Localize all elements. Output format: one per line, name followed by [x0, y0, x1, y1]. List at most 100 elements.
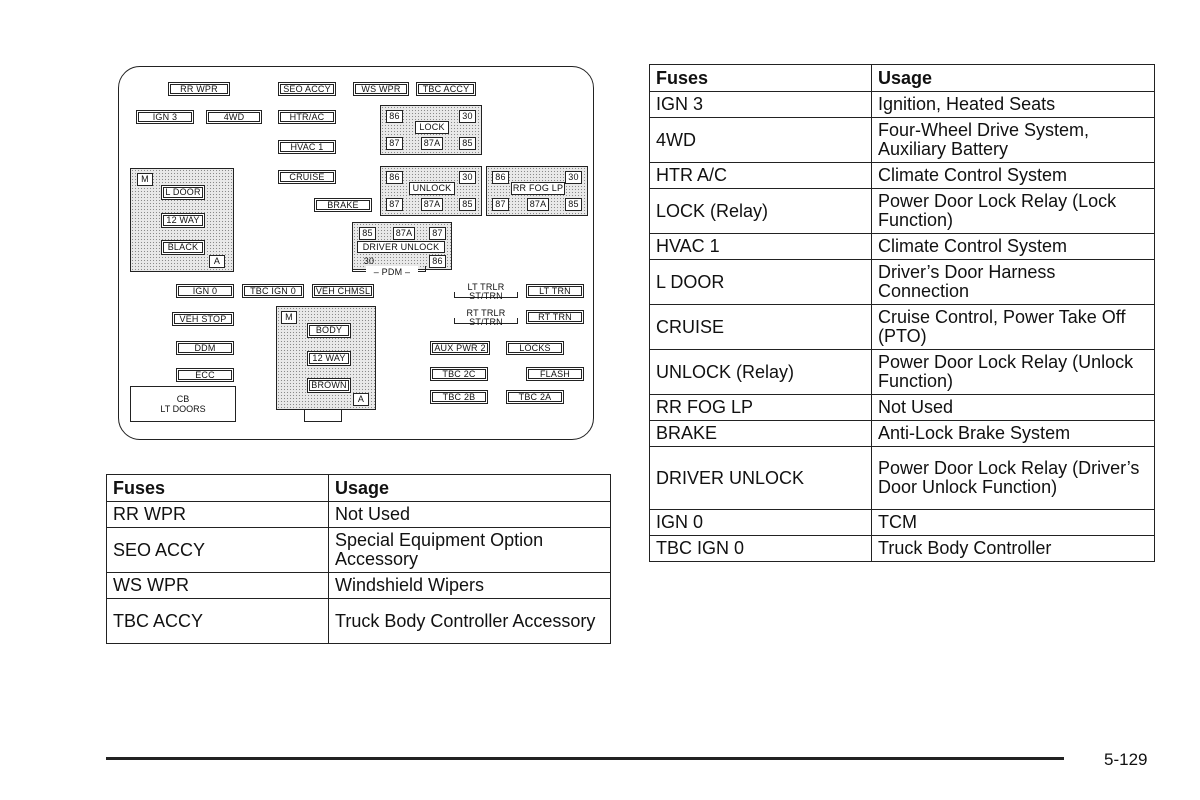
driver-unlock-pin-30: 30 [363, 255, 375, 266]
lock-relay-name: LOCK [415, 121, 449, 134]
lock-relay-pin-87a: 87A [421, 137, 443, 150]
table-row: CRUISE Cruise Control, Power Take Off (P… [649, 304, 1155, 350]
rt-trlr-label: RT TRLR [466, 307, 506, 318]
unlock-relay: 86 30 UNLOCK 87 87A 85 [380, 166, 482, 216]
center-connector-body: BODY [307, 323, 351, 338]
unlock-relay-pin-85: 85 [459, 198, 476, 211]
usage-cell: Ignition, Heated Seats [871, 91, 1155, 118]
fuse-rr-wpr: RR WPR [168, 82, 230, 96]
fuse-cell: 4WD [649, 117, 872, 163]
body-connector-tab [304, 410, 342, 422]
rt-trlr-st-trn-label: ST/TRN [469, 317, 503, 327]
fuse-flash: FLASH [526, 367, 584, 381]
fuse-brake: BRAKE [314, 198, 372, 212]
table-row: L DOOR Driver’s Door Harness Connection [649, 259, 1155, 305]
left-connector-m: M [137, 173, 153, 186]
fuse-cell: CRUISE [649, 304, 872, 350]
table-header-row: Fuses Usage [106, 474, 611, 502]
fuse-ddm: DDM [176, 341, 234, 355]
fuse-ign0: IGN 0 [176, 284, 234, 298]
center-connector-m: M [281, 311, 297, 324]
fuse-tbc-2a: TBC 2A [506, 390, 564, 404]
table-row: BRAKE Anti-Lock Brake System [649, 420, 1155, 447]
rr-fog-relay-pin-85: 85 [565, 198, 582, 211]
fuse-usage-table-1: Fuses Usage RR WPR Not Used SEO ACCY Spe… [106, 474, 611, 644]
column-header-fuses: Fuses [106, 474, 329, 502]
table-row: DRIVER UNLOCK Power Door Lock Relay (Dri… [649, 446, 1155, 510]
left-connector-12-way: 12 WAY [161, 213, 205, 228]
left-door-connector: M L DOOR 12 WAY BLACK A [130, 168, 234, 272]
left-connector-l-door: L DOOR [161, 185, 205, 200]
usage-cell: Climate Control System [871, 162, 1155, 189]
center-connector-a: A [353, 393, 369, 406]
column-header-usage: Usage [871, 64, 1155, 92]
driver-unlock-pin-85: 85 [359, 227, 376, 240]
cb-label: CB [176, 393, 190, 404]
driver-unlock-pin-87: 87 [429, 227, 446, 240]
fuse-4wd: 4WD [206, 110, 262, 124]
fuse-cell: DRIVER UNLOCK [649, 446, 872, 510]
usage-cell: Windshield Wipers [328, 572, 611, 599]
fuse-rt-trlr-st-trn: RT TRLR ST/TRN [460, 308, 512, 328]
lock-relay: 86 30 LOCK 87 87A 85 [380, 105, 482, 155]
usage-cell: Driver’s Door Harness Connection [871, 259, 1155, 305]
fuse-cell: IGN 0 [649, 509, 872, 536]
usage-cell: Special Equipment Option Accessory [328, 527, 611, 573]
fuse-veh-stop: VEH STOP [172, 312, 234, 326]
fuse-ign3: IGN 3 [136, 110, 194, 124]
usage-cell: Power Door Lock Relay (Unlock Function) [871, 349, 1155, 395]
left-connector-a: A [209, 255, 225, 268]
lt-trlr-st-trn-label: ST/TRN [469, 291, 503, 301]
table-row: WS WPR Windshield Wipers [106, 572, 611, 599]
table-row: RR FOG LP Not Used [649, 394, 1155, 421]
usage-cell: Power Door Lock Relay (Lock Function) [871, 188, 1155, 234]
fuse-lt-trlr-st-trn: LT TRLR ST/TRN [460, 282, 512, 302]
table-row: IGN 0 TCM [649, 509, 1155, 536]
fuse-ecc: ECC [176, 368, 234, 382]
page-number: 5-129 [1104, 750, 1148, 769]
table-row: HVAC 1 Climate Control System [649, 233, 1155, 260]
rr-fog-relay-name: RR FOG LP [511, 182, 565, 195]
table-header-row: Fuses Usage [649, 64, 1155, 92]
fuse-cell: SEO ACCY [106, 527, 329, 573]
left-connector-black: BLACK [161, 240, 205, 255]
lt-trlr-label: LT TRLR [467, 281, 505, 292]
center-connector-brown: BROWN [307, 378, 351, 393]
fuse-cell: WS WPR [106, 572, 329, 599]
center-connector-12-way: 12 WAY [307, 351, 351, 366]
fuse-cell: LOCK (Relay) [649, 188, 872, 234]
fuse-cell: RR WPR [106, 501, 329, 528]
driver-unlock-relay: 85 87A 87 DRIVER UNLOCK 30 86 [352, 222, 452, 270]
rr-fog-relay-pin-87a: 87A [527, 198, 549, 211]
column-header-fuses: Fuses [649, 64, 872, 92]
pdm-label: – PDM – [366, 266, 418, 278]
rr-fog-relay-pin-86: 86 [492, 171, 509, 184]
footer-rule [106, 757, 1064, 760]
unlock-relay-pin-86: 86 [386, 171, 403, 184]
table-row: HTR A/C Climate Control System [649, 162, 1155, 189]
usage-cell: Anti-Lock Brake System [871, 420, 1155, 447]
table-row: TBC ACCY Truck Body Controller Accessory [106, 598, 611, 644]
usage-cell: Cruise Control, Power Take Off (PTO) [871, 304, 1155, 350]
table-row: RR WPR Not Used [106, 501, 611, 528]
column-header-usage: Usage [328, 474, 611, 502]
fuse-hvac1: HVAC 1 [278, 140, 336, 154]
fuse-tbc-2c: TBC 2C [430, 367, 488, 381]
rr-fog-relay-pin-30: 30 [565, 171, 582, 184]
table-row: IGN 3 Ignition, Heated Seats [649, 91, 1155, 118]
lock-relay-pin-87: 87 [386, 137, 403, 150]
fuse-ws-wpr: WS WPR [353, 82, 409, 96]
fuse-cell: UNLOCK (Relay) [649, 349, 872, 395]
rr-fog-relay-pin-87: 87 [492, 198, 509, 211]
fuse-tbc-ign0: TBC IGN 0 [242, 284, 304, 298]
fuse-tbc-accy: TBC ACCY [416, 82, 476, 96]
fuse-block-diagram: RR WPR SEO ACCY WS WPR TBC ACCY IGN 3 4W… [118, 66, 598, 442]
fuse-cell: HVAC 1 [649, 233, 872, 260]
lt-trlr-bracket [454, 292, 518, 298]
unlock-relay-pin-87: 87 [386, 198, 403, 211]
fuse-aux-pwr2: AUX PWR 2 [430, 341, 490, 355]
fuse-seo-accy: SEO ACCY [278, 82, 336, 96]
fuse-cell: BRAKE [649, 420, 872, 447]
usage-cell: Climate Control System [871, 233, 1155, 260]
usage-cell: Four-Wheel Drive System, Auxiliary Batte… [871, 117, 1155, 163]
